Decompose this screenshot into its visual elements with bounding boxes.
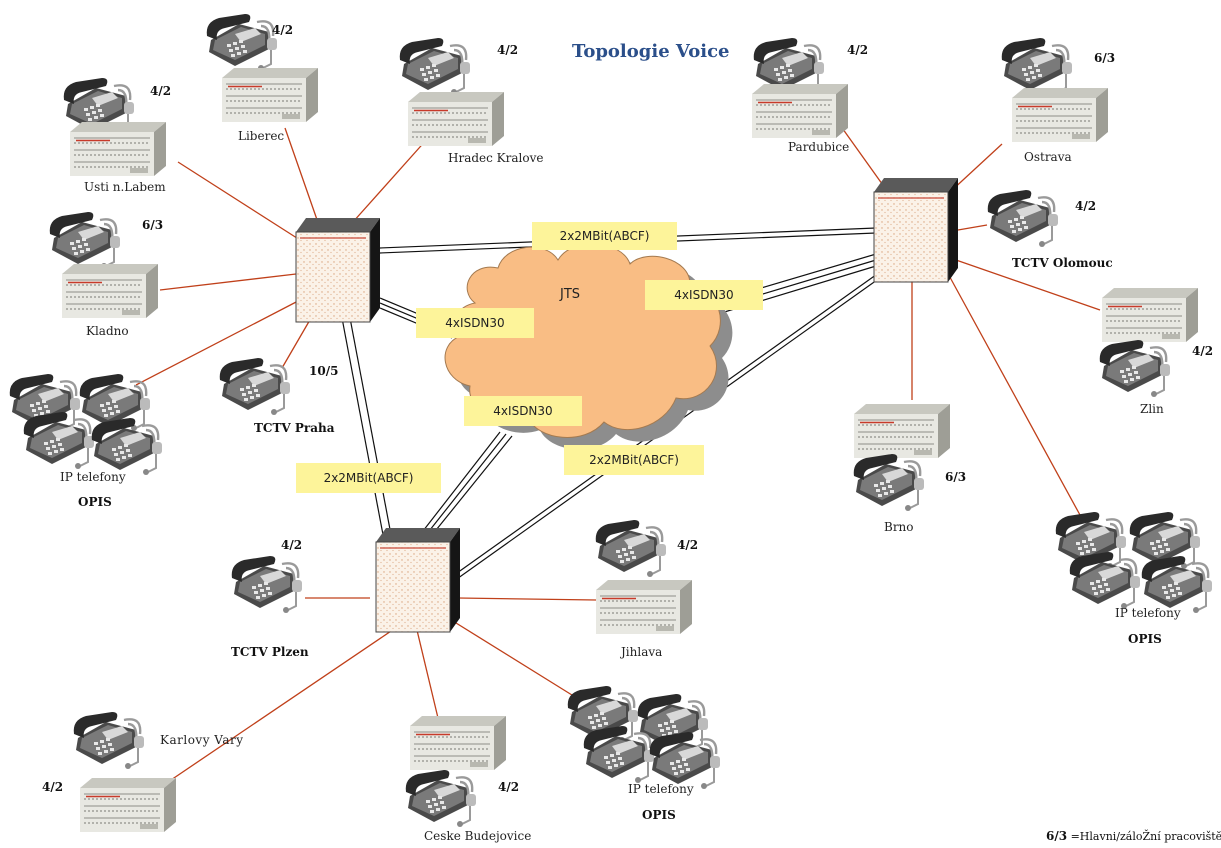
legend-key: 6/3 (1046, 829, 1068, 843)
phone-icon-opis-olomouc-3 (1068, 550, 1142, 611)
site-ratio-jihlava: 4/2 (677, 538, 699, 552)
cabinet-olomouc (873, 177, 959, 283)
legend: 6/3 =Hlavni/záloŽní pracovištĕ (1046, 829, 1221, 843)
phone-icon-ostrava (1000, 36, 1074, 97)
site-ratio-kladno: 6/3 (142, 218, 164, 232)
site-name-karlovy: Karlovy Vary (160, 733, 244, 747)
phone-icon-opis-plzen-4 (648, 730, 722, 791)
phone-icon-olomouc (986, 188, 1060, 249)
phone-icon-opis-olomouc-4 (1140, 554, 1214, 615)
site-ratio-usti: 4/2 (150, 84, 172, 98)
site-ratio-budejovice: 4/2 (498, 780, 520, 794)
phone-icon-plzen (230, 554, 304, 615)
pbx-icon-brno (853, 403, 951, 459)
phone-icon-zlin (1098, 338, 1172, 399)
site-name-jihlava: Jihlava (621, 645, 663, 659)
pbx-icon-pardubice (751, 83, 849, 139)
site-name-budejovice: Ceske Budejovice (424, 829, 532, 843)
site-sub-opis-praha: OPIS (78, 495, 112, 509)
site-ratio-olomouc: 4/2 (1075, 199, 1097, 213)
site-ratio-pardubice: 4/2 (847, 43, 869, 57)
phone-icon-opis-plzen-3 (582, 724, 656, 785)
site-name-zlin: Zlin (1140, 402, 1164, 416)
site-ratio-ostrava: 6/3 (1094, 51, 1116, 65)
phone-icon-opis-praha-3 (22, 410, 96, 471)
phone-icon-kladno (48, 210, 122, 271)
site-ratio-plzen: 4/2 (281, 538, 303, 552)
site-name-hradec: Hradec Kralove (448, 151, 544, 165)
phone-icon-budejovice (404, 768, 478, 829)
cabinet-praha (295, 217, 381, 323)
phone-icon-opis-praha-4 (90, 416, 164, 477)
pbx-icon-zlin (1101, 287, 1199, 343)
phone-icon-brno (852, 452, 926, 513)
site-name-praha: TCTV Praha (254, 421, 335, 435)
pbx-icon-budejovice (409, 715, 507, 771)
phone-icon-hradec (398, 36, 472, 97)
site-ratio-praha: 10/5 (309, 364, 339, 378)
link-label-praha-jts: 4xISDN30 (416, 308, 534, 338)
cloud-label: JTS (560, 287, 581, 302)
site-ratio-karlovy: 4/2 (42, 780, 64, 794)
pbx-icon-hradec (407, 91, 505, 147)
pbx-icon-liberec (221, 67, 319, 123)
pbx-icon-karlovy (79, 777, 177, 833)
site-ratio-brno: 6/3 (945, 470, 967, 484)
site-ratio-hradec: 4/2 (497, 43, 519, 57)
site-name-opis-olomouc: IP telefony (1115, 606, 1181, 620)
site-name-opis-plzen: IP telefony (628, 782, 694, 796)
phone-icon-liberec (205, 12, 279, 73)
site-name-olomouc: TCTV Olomouc (1012, 256, 1113, 270)
site-name-opis-praha: IP telefony (60, 470, 126, 484)
link-label-plzen-olomouc: 2x2MBit(ABCF) (564, 445, 704, 475)
site-sub-opis-olomouc: OPIS (1128, 632, 1162, 646)
link-label-praha-plzen: 2x2MBit(ABCF) (296, 463, 441, 493)
phone-icon-jihlava (594, 518, 668, 579)
link-label-plzen-jts: 4xISDN30 (464, 396, 582, 426)
link-label-praha-olomouc: 2x2MBit(ABCF) (532, 222, 677, 250)
site-name-pardubice: Pardubice (788, 140, 850, 154)
site-name-usti: Usti n.Labem (84, 180, 166, 194)
site-ratio-liberec: 4/2 (272, 23, 294, 37)
site-name-kladno: Kladno (86, 324, 129, 338)
pbx-icon-jihlava (595, 579, 693, 635)
diagram-title: Topologie Voice (572, 41, 730, 62)
site-name-plzen: TCTV Plzen (231, 645, 309, 659)
site-ratio-zlin: 4/2 (1192, 344, 1214, 358)
cabinet-plzen (375, 527, 461, 633)
pbx-icon-usti (69, 121, 167, 177)
phone-icon-praha (218, 356, 292, 417)
site-name-ostrava: Ostrava (1024, 150, 1072, 164)
site-name-brno: Brno (884, 520, 914, 534)
phone-icon-karlovy (72, 710, 146, 771)
pbx-icon-kladno (61, 263, 159, 319)
pbx-icon-ostrava (1011, 87, 1109, 143)
site-sub-opis-plzen: OPIS (642, 808, 676, 822)
link-label-olomouc-jts: 4xISDN30 (645, 280, 763, 310)
legend-text: =Hlavni/záloŽní pracovištĕ (1070, 830, 1221, 843)
site-name-liberec: Liberec (238, 129, 285, 143)
